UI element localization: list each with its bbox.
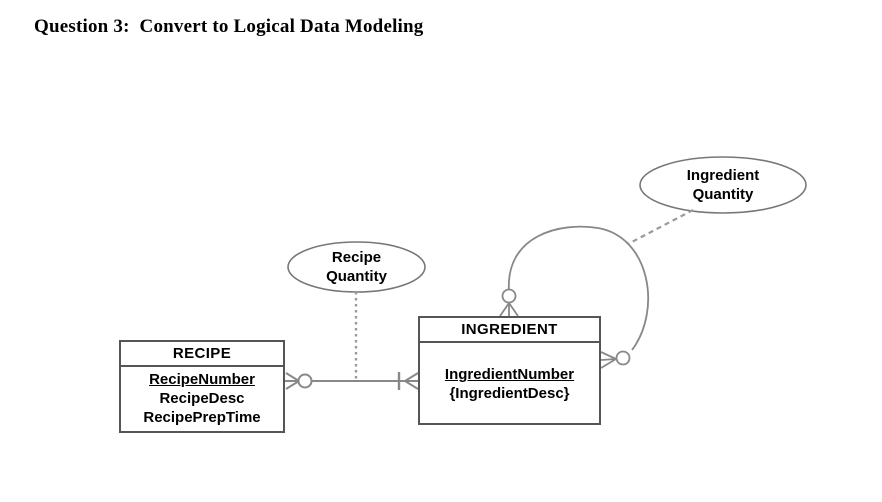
- recursive-loop-arc: [508, 225, 650, 351]
- cardinality-zero-or-many-recipe-side: [285, 372, 313, 390]
- attribute-ingredient-desc: {IngredientDesc}: [449, 385, 570, 402]
- attribute-recipe-number: RecipeNumber: [149, 371, 255, 388]
- entity-ingredient-attributes: IngredientNumber {IngredientDesc}: [420, 343, 599, 403]
- attribute-ingredient-number: IngredientNumber: [444, 366, 575, 383]
- attribute-recipe-desc: RecipeDesc: [159, 390, 245, 407]
- cardinality-zero-or-many-loop-top: [499, 288, 519, 317]
- page-title: Question 3: Convert to Logical Data Mode…: [34, 16, 424, 37]
- entity-ingredient[interactable]: INGREDIENT IngredientNumber {IngredientD…: [418, 316, 601, 425]
- entity-ingredient-name: INGREDIENT: [420, 318, 599, 343]
- ingredient-recursive-relationship: [499, 225, 650, 369]
- ingredient-quantity-ellipse: [639, 156, 807, 214]
- entity-recipe[interactable]: RECIPE RecipeNumber RecipeDesc RecipePre…: [119, 340, 285, 433]
- entity-recipe-name: RECIPE: [121, 342, 283, 367]
- recipe-quantity-ellipse: [287, 241, 426, 293]
- cardinality-one-or-many-ingredient-side: [397, 372, 419, 390]
- ingredient-quantity-connector: [627, 209, 694, 245]
- attribute-recipe-prep-time: RecipePrepTime: [143, 409, 261, 426]
- cardinality-zero-or-many-loop-right: [600, 350, 631, 369]
- recipe-ingredient-relationship: [285, 372, 419, 390]
- entity-recipe-attributes: RecipeNumber RecipeDesc RecipePrepTime: [121, 367, 283, 427]
